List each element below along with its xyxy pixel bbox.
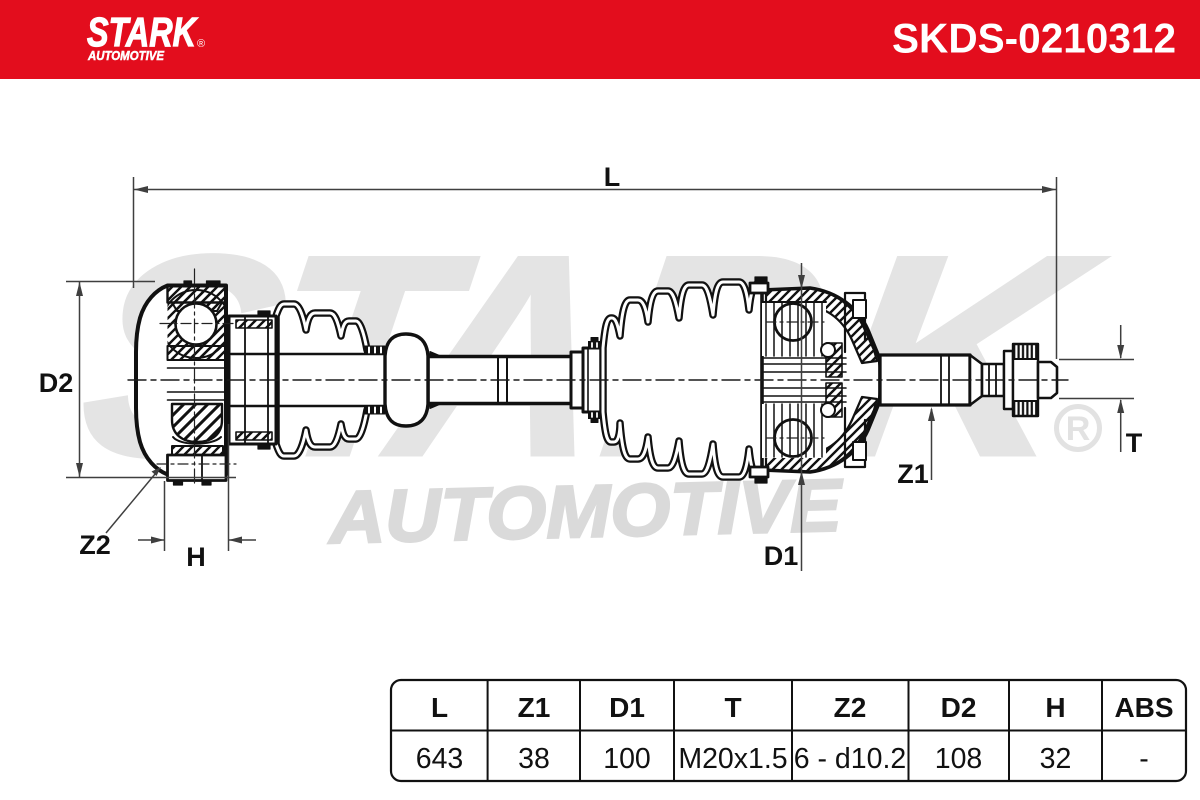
svg-text:Z1: Z1: [897, 459, 929, 489]
svg-text:Z2: Z2: [79, 530, 111, 560]
svg-text:ABS: ABS: [1114, 692, 1173, 723]
svg-text:D1: D1: [764, 541, 799, 571]
svg-text:32: 32: [1040, 743, 1072, 775]
svg-text:M20x1.5: M20x1.5: [678, 743, 787, 775]
svg-text:R: R: [1066, 410, 1091, 448]
svg-text:®: ®: [197, 38, 205, 50]
svg-text:108: 108: [935, 743, 983, 775]
svg-text:H: H: [186, 542, 206, 572]
svg-text:L: L: [604, 162, 621, 192]
svg-text:Z1: Z1: [518, 692, 551, 723]
svg-text:T: T: [1126, 428, 1143, 458]
svg-text:T: T: [724, 692, 741, 723]
svg-text:L: L: [431, 692, 448, 723]
svg-text:SKDS-0210312: SKDS-0210312: [892, 15, 1176, 62]
svg-text:38: 38: [518, 743, 550, 775]
svg-text:STARK: STARK: [87, 9, 199, 55]
svg-text:100: 100: [603, 743, 651, 775]
svg-text:-: -: [1139, 743, 1149, 775]
svg-text:H: H: [1045, 692, 1065, 723]
svg-text:D2: D2: [39, 368, 74, 398]
svg-text:D1: D1: [609, 692, 645, 723]
svg-text:643: 643: [416, 743, 464, 775]
svg-text:D2: D2: [941, 692, 977, 723]
svg-text:AUTOMOTIVE: AUTOMOTIVE: [87, 49, 165, 63]
svg-text:6 - d10.2: 6 - d10.2: [794, 743, 907, 775]
svg-text:Z2: Z2: [834, 692, 867, 723]
